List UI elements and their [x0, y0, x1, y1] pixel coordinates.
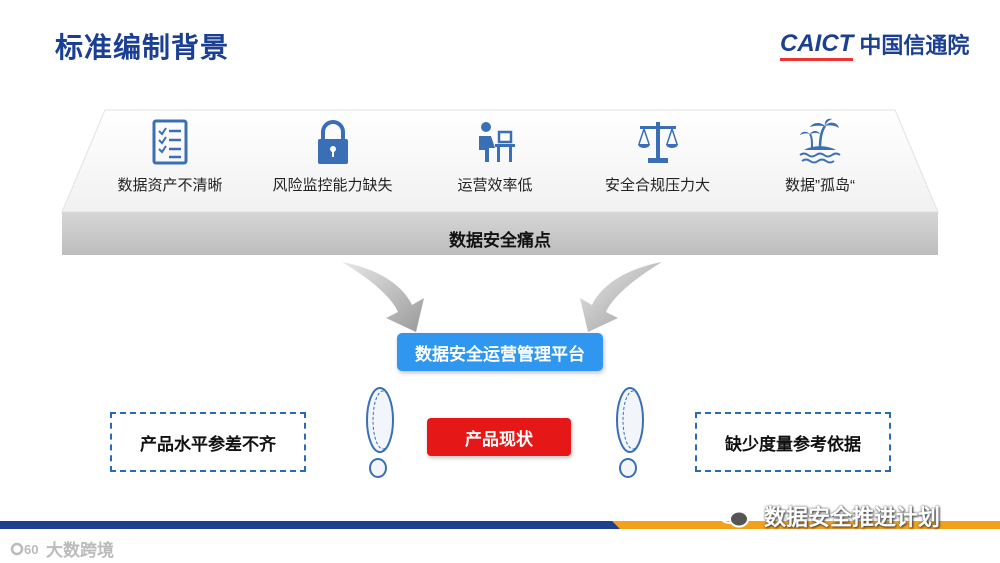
pain-item-assets: 数据资产不清晰 [95, 118, 245, 195]
status-right-box: 缺少度量参考依据 [695, 412, 891, 472]
pain-point-icons: 数据资产不清晰 风险监控能力缺失 运营效率低 [95, 118, 895, 195]
platform-box: 数据安全运营管理平台 [397, 333, 603, 371]
wechat-watermark: 数据安全推进计划 [718, 500, 940, 532]
island-icon [799, 118, 841, 164]
caict-logo: CAICT 中国信通院 [780, 28, 970, 61]
pain-item-risk: 风险监控能力缺失 [258, 118, 408, 195]
watermark-text: 数据安全推进计划 [764, 505, 941, 530]
product-status-box: 产品现状 [427, 418, 571, 456]
shelf-label: 数据安全痛点 [449, 231, 551, 250]
pain-label-risk: 风险监控能力缺失 [272, 177, 393, 194]
left-exclamation-coin [366, 387, 394, 478]
wechat-icon [718, 504, 749, 528]
status-left-box: 产品水平参差不齐 [110, 412, 306, 472]
pain-item-silo: 数据”孤岛“ [745, 118, 895, 195]
footer-source: 60 大数跨境 [10, 536, 114, 561]
pain-label-compliance: 安全合规压力大 [604, 177, 710, 194]
logo-mark: CAICT [780, 30, 854, 61]
left-curved-arrow [342, 262, 424, 332]
pain-label-efficiency: 运营效率低 [457, 177, 533, 194]
source-logo-icon: 60 [10, 542, 38, 557]
logo-org-name: 中国信通院 [859, 33, 970, 58]
pain-item-compliance: 安全合规压力大 [583, 118, 733, 195]
pain-item-efficiency: 运营效率低 [420, 118, 570, 195]
person-at-desk-icon [479, 122, 515, 162]
pain-label-silo: 数据”孤岛“ [785, 177, 855, 194]
page-title: 标准编制背景 [55, 32, 230, 63]
lock-icon [317, 120, 348, 164]
scales-icon [637, 122, 678, 163]
pain-label-assets: 数据资产不清晰 [117, 177, 223, 194]
right-exclamation-coin [616, 387, 644, 478]
checklist-icon [152, 119, 188, 165]
footer-source-text: 大数跨境 [46, 541, 114, 560]
svg-text:60: 60 [24, 542, 38, 557]
footer-blue-bar [0, 521, 640, 529]
right-curved-arrow [580, 262, 662, 332]
